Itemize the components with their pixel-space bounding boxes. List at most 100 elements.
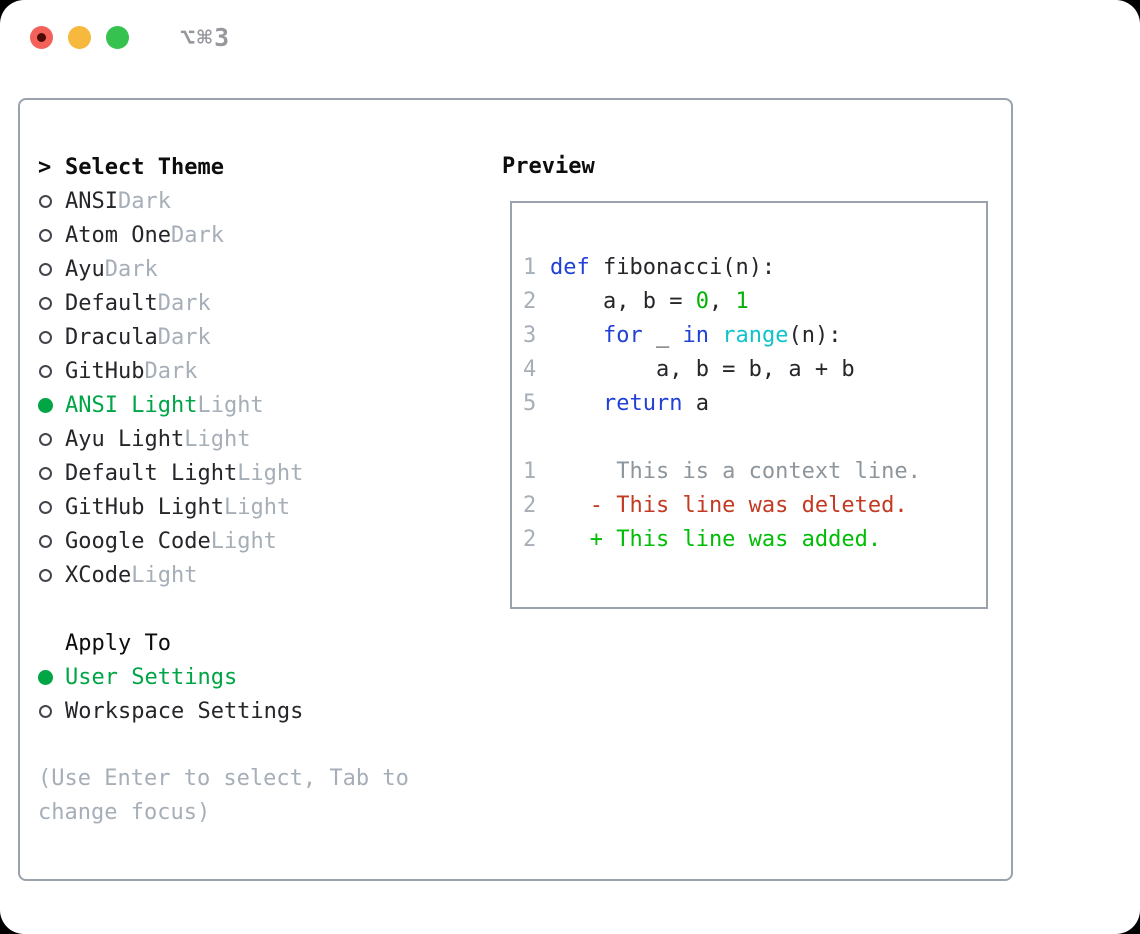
apply-option-workspace-settings[interactable]: Workspace Settings xyxy=(38,694,409,728)
theme-option-atom-one-dark[interactable]: Atom One Dark xyxy=(38,218,409,252)
theme-variant: Dark xyxy=(104,256,158,282)
theme-variant: Light xyxy=(131,562,198,588)
line-number: 2 xyxy=(523,493,537,518)
line-number: 2 xyxy=(523,289,537,314)
code-segment: _ xyxy=(642,323,683,348)
theme-option-default-light-light[interactable]: Default Light Light xyxy=(38,456,409,490)
radio-icon xyxy=(39,296,52,310)
theme-variant: Dark xyxy=(144,358,198,384)
theme-option-github-light-light[interactable]: GitHub Light Light xyxy=(38,490,409,524)
code-line: 2 a, b = 0, 1 xyxy=(512,285,986,319)
radio-marker xyxy=(38,500,65,514)
radio-icon xyxy=(39,432,52,446)
apply-to-header-row: Apply To xyxy=(38,626,409,660)
radio-icon xyxy=(39,500,52,514)
titlebar: ⌥⌘3 xyxy=(30,23,231,52)
code-segment xyxy=(709,323,722,348)
theme-name: GitHub Light xyxy=(65,494,224,520)
theme-option-dracula-dark[interactable]: Dracula Dark xyxy=(38,320,409,354)
code-segment: , xyxy=(708,289,736,314)
apply-to-title: Apply To xyxy=(65,630,171,656)
code-line xyxy=(512,421,986,455)
theme-variant: Light xyxy=(197,392,264,418)
code-segment: in xyxy=(682,323,709,348)
radio-selected-icon xyxy=(38,669,53,685)
code-segment: def xyxy=(550,255,590,280)
code-text: a, b = 0, 1 xyxy=(550,285,749,319)
theme-variant: Dark xyxy=(157,324,211,350)
radio-icon xyxy=(39,466,52,480)
theme-option-google-code-light[interactable]: Google Code Light xyxy=(38,524,409,558)
apply-option-label: User Settings xyxy=(65,664,238,690)
theme-variant: Light xyxy=(237,460,304,486)
code-segment: range xyxy=(722,323,789,348)
theme-option-ansi-light-light[interactable]: ANSI Light Light xyxy=(38,388,409,422)
apply-option-user-settings[interactable]: User Settings xyxy=(38,660,409,694)
theme-name: ANSI Light xyxy=(65,392,198,418)
code-text: This is a context line. xyxy=(550,455,921,489)
radio-marker xyxy=(38,364,65,378)
code-text: a, b = b, a + b xyxy=(550,353,855,387)
theme-name: Atom One xyxy=(65,222,171,248)
radio-icon xyxy=(39,534,52,548)
theme-option-ansi-dark[interactable]: ANSI Dark xyxy=(38,184,409,218)
hint-text: (Use Enter to select, Tab to change focu… xyxy=(38,766,409,825)
radio-marker xyxy=(38,262,65,276)
theme-option-xcode-light[interactable]: XCode Light xyxy=(38,558,409,592)
radio-selected-icon xyxy=(38,397,53,413)
radio-marker xyxy=(38,397,65,413)
theme-option-github-dark[interactable]: GitHub Dark xyxy=(38,354,409,388)
theme-name: XCode xyxy=(65,562,132,588)
line-number: 5 xyxy=(523,391,537,416)
code-segment: 0 xyxy=(695,289,709,314)
theme-variant: Dark xyxy=(157,290,211,316)
code-segment: for xyxy=(602,323,643,348)
code-text: for _ in range(n): xyxy=(550,319,841,353)
cursor-marker: > xyxy=(38,155,65,180)
radio-marker xyxy=(38,194,65,208)
code-segment xyxy=(550,391,603,416)
minimize-button[interactable] xyxy=(68,26,91,49)
theme-option-ayu-dark[interactable]: Ayu Dark xyxy=(38,252,409,286)
radio-icon xyxy=(39,262,52,276)
theme-option-ayu-light-light[interactable]: Ayu Light Light xyxy=(38,422,409,456)
close-button[interactable] xyxy=(30,26,53,49)
zoom-button[interactable] xyxy=(106,26,129,49)
cursor-icon: > xyxy=(38,154,52,180)
theme-variant: Dark xyxy=(117,188,171,214)
code-segment: + This line was added. xyxy=(550,527,882,552)
radio-icon xyxy=(39,194,52,208)
theme-name: Ayu xyxy=(65,256,105,282)
spacer xyxy=(38,728,409,762)
select-theme-header-row: > Select Theme xyxy=(38,150,409,184)
theme-name: Dracula xyxy=(65,324,158,350)
code-segment: a, b = b, a + b xyxy=(550,357,855,382)
code-segment: This is a context line. xyxy=(550,459,921,484)
theme-option-default-dark[interactable]: Default Dark xyxy=(38,286,409,320)
select-theme-title: Select Theme xyxy=(65,154,224,180)
preview-title: Preview xyxy=(502,154,595,179)
code-text: def fibonacci(n): xyxy=(550,251,775,285)
theme-name: GitHub xyxy=(65,358,145,384)
radio-marker xyxy=(38,534,65,548)
line-number: 3 xyxy=(523,323,537,348)
radio-icon xyxy=(39,364,52,378)
theme-name: Default Light xyxy=(65,460,238,486)
radio-marker xyxy=(38,330,65,344)
radio-icon xyxy=(39,330,52,344)
code-segment xyxy=(550,323,603,348)
spacer xyxy=(38,592,409,626)
code-segment: fibonacci(n): xyxy=(589,255,776,280)
theme-name: ANSI xyxy=(65,188,118,214)
theme-name: Ayu Light xyxy=(65,426,185,452)
theme-name: Default xyxy=(65,290,158,316)
theme-variant: Dark xyxy=(170,222,224,248)
radio-marker xyxy=(38,669,65,685)
radio-marker xyxy=(38,432,65,446)
radio-marker xyxy=(38,466,65,480)
